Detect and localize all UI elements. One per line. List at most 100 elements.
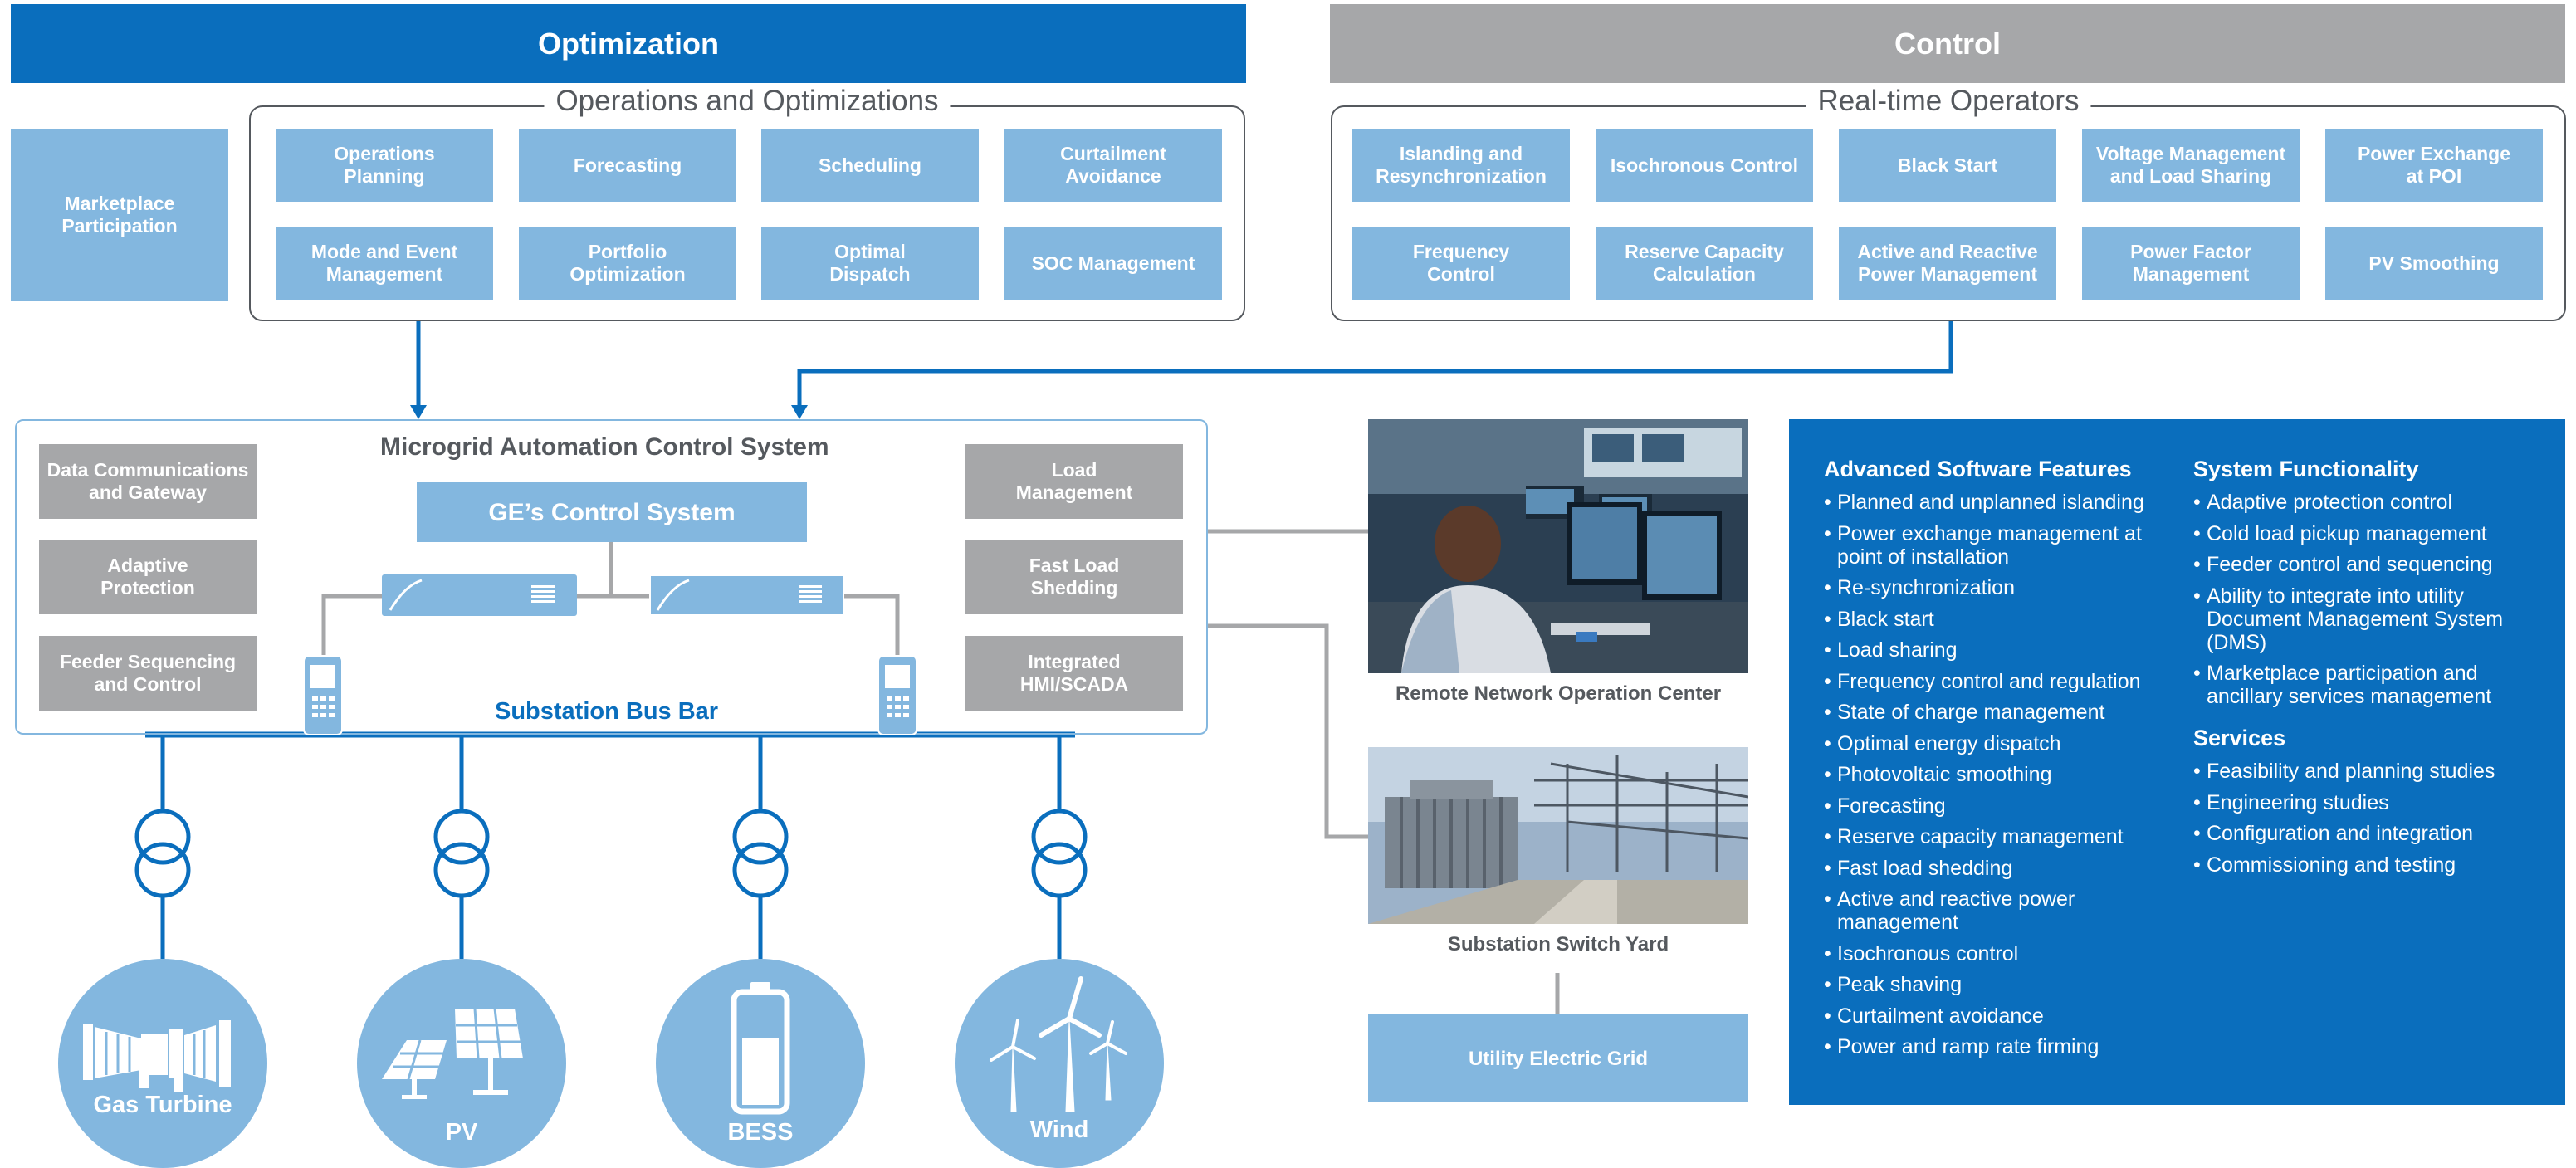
list-item: Optimal energy dispatch (1824, 732, 2164, 755)
mcs-integrated-hmi-scada: Integrated HMI/SCADA (965, 636, 1183, 711)
substation-switchyard-image (1368, 747, 1748, 924)
ctrl-isochronous: Isochronous Control (1596, 129, 1813, 202)
gas-turbine-label: Gas Turbine (93, 1092, 232, 1118)
list-item: Forecasting (1824, 794, 2164, 818)
feeder-wind (1031, 735, 1088, 959)
ctrl-power-factor: Power Factor Management (2082, 227, 2300, 300)
opt-soc-management: SOC Management (1004, 227, 1222, 300)
battery-icon (731, 982, 790, 1115)
opt-portfolio-optimization: Portfolio Optimization (519, 227, 736, 300)
ctrl-reserve-capacity: Reserve Capacity Calculation (1596, 227, 1813, 300)
marketplace-participation-box: Marketplace Participation (11, 129, 228, 301)
controller-unit-left (382, 574, 577, 616)
advanced-features-column: Advanced Software Features Planned and u… (1824, 454, 2164, 1067)
mcs-frame (15, 419, 1208, 735)
opt-optimal-dispatch: Optimal Dispatch (761, 227, 979, 300)
advanced-features-title: Advanced Software Features (1824, 457, 2132, 481)
ge-control-system-box: GE’s Control System (417, 482, 807, 542)
list-item: Configuration and integration (2193, 822, 2534, 845)
operations-optimizations-title: Operations and Optimizations (544, 85, 951, 118)
list-item: Power exchange management at point of in… (1824, 522, 2164, 569)
list-item: Feasibility and planning studies (2193, 760, 2534, 783)
yard-connector (1208, 623, 1368, 839)
controller-hardware (303, 542, 917, 735)
optimization-banner: Optimization (11, 4, 1246, 83)
mcs-title: Microgrid Automation Control System (380, 433, 829, 461)
opt-mode-event-management: Mode and Event Management (276, 227, 493, 300)
ctrl-power-exchange: Power Exchange at POI (2325, 129, 2543, 202)
list-item: Fast load shedding (1824, 857, 2164, 880)
services-list: Feasibility and planning studies Enginee… (2193, 760, 2534, 877)
mcs-fast-load-shedding: Fast Load Shedding (965, 540, 1183, 614)
bess-label: BESS (727, 1119, 794, 1146)
substation-bus-bar-label: Substation Bus Bar (495, 698, 719, 725)
list-item: Adaptive protection control (2193, 491, 2534, 514)
opt-forecasting: Forecasting (519, 129, 736, 202)
opt-curtailment-avoidance: Curtailment Avoidance (1004, 129, 1222, 202)
list-item: Peak shaving (1824, 973, 2164, 996)
list-item: Power and ramp rate firming (1824, 1035, 2164, 1058)
opt-operations-planning: Operations Planning (276, 129, 493, 202)
wind-label: Wind (1029, 1117, 1089, 1143)
system-functionality-column: System Functionality Adaptive protection… (2193, 454, 2534, 884)
ctrl-pv-smoothing: PV Smoothing (2325, 227, 2543, 300)
ctrl-arrow-line (797, 321, 1953, 413)
feeder-pv (433, 735, 490, 959)
list-item: Load sharing (1824, 638, 2164, 662)
bess-source: BESS (656, 959, 865, 1168)
control-banner: Control (1330, 4, 2565, 83)
list-item: Engineering studies (2193, 791, 2534, 814)
features-panel: Advanced Software Features Planned and u… (1789, 419, 2565, 1105)
list-item: State of charge management (1824, 701, 2164, 724)
list-item: Active and reactive power management (1824, 887, 2164, 934)
controller-unit-right (649, 574, 844, 616)
operator-control-room-image (1368, 419, 1748, 673)
list-item: Cold load pickup management (2193, 522, 2534, 545)
mcs-load-management: Load Management (965, 444, 1183, 519)
list-item: Ability to integrate into utility Docume… (2193, 584, 2534, 654)
feeder-bess (732, 735, 789, 959)
opt-scheduling: Scheduling (761, 129, 979, 202)
list-item: Reserve capacity management (1824, 825, 2164, 848)
ctrl-islanding: Islanding and Resynchronization (1352, 129, 1570, 202)
pv-label: PV (445, 1119, 478, 1146)
gas-turbine-icon (83, 1020, 231, 1092)
ctrl-arrowhead (791, 405, 808, 419)
list-item: Feeder control and sequencing (2193, 553, 2534, 576)
ctrl-black-start: Black Start (1839, 129, 2056, 202)
solar-panel-icon (382, 1008, 523, 1099)
services-title: Services (2193, 726, 2286, 750)
wind-turbine-icon (990, 976, 1127, 1112)
ctrl-voltage-management: Voltage Management and Load Sharing (2082, 129, 2300, 202)
noc-photo (1368, 419, 1748, 673)
mcs-feeder-sequencing: Feeder Sequencing and Control (39, 636, 257, 711)
switchyard-caption: Substation Switch Yard (1447, 933, 1669, 955)
pv-source: PV (357, 959, 566, 1168)
list-item: Frequency control and regulation (1824, 670, 2164, 693)
relay-left (303, 655, 343, 735)
system-functionality-title: System Functionality (2193, 457, 2419, 481)
list-item: Isochronous control (1824, 942, 2164, 965)
opt-arrowhead (410, 405, 427, 419)
list-item: Black start (1824, 608, 2164, 631)
mcs-adaptive-protection: Adaptive Protection (39, 540, 257, 614)
ctrl-frequency-control: Frequency Control (1352, 227, 1570, 300)
noc-caption: Remote Network Operation Center (1395, 682, 1722, 705)
list-item: Curtailment avoidance (1824, 1004, 2164, 1028)
real-time-operators-title: Real-time Operators (1806, 85, 2091, 118)
list-item: Photovoltaic smoothing (1824, 763, 2164, 786)
gas-turbine-source: Gas Turbine (58, 959, 267, 1168)
wind-source: Wind (955, 959, 1164, 1168)
switchyard-photo (1368, 747, 1748, 924)
mcs-data-communications: Data Communications and Gateway (39, 444, 257, 519)
list-item: Planned and unplanned islanding (1824, 491, 2164, 514)
utility-electric-grid-box: Utility Electric Grid (1368, 1014, 1748, 1102)
feeder-gas-turbine (134, 735, 191, 959)
list-item: Commissioning and testing (2193, 853, 2534, 877)
advanced-features-list: Planned and unplanned islanding Power ex… (1824, 491, 2164, 1058)
list-item: Marketplace participation and ancillary … (2193, 662, 2534, 708)
ctrl-active-reactive-power: Active and Reactive Power Management (1839, 227, 2056, 300)
relay-right (877, 655, 917, 735)
list-item: Re-synchronization (1824, 576, 2164, 599)
